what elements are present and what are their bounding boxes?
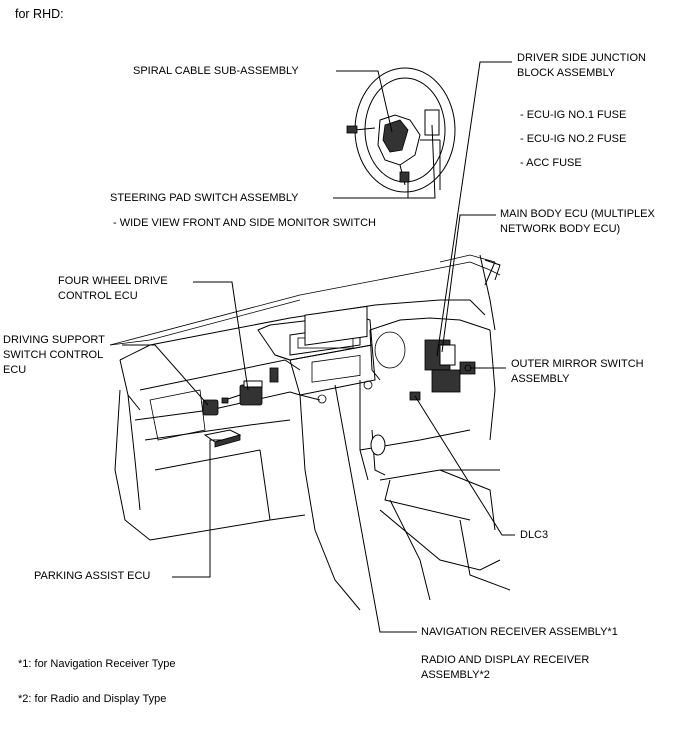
- acc-fuse-label: - ACC FUSE: [520, 157, 582, 169]
- navigation-receiver-label: NAVIGATION RECEIVER ASSEMBLY*1: [421, 626, 618, 638]
- dashboard-body: [114, 254, 511, 611]
- ecu-ig1-fuse-label: - ECU-IG NO.1 FUSE: [520, 109, 627, 121]
- outer-mirror-switch-label: OUTER MIRROR SWITCH ASSEMBLY: [511, 358, 644, 385]
- note-radio-display-type: *2: for Radio and Display Type: [18, 693, 167, 705]
- steering-pad-switch-label: STEERING PAD SWITCH ASSEMBLY: [110, 192, 299, 204]
- four-wheel-drive-ecu-label: FOUR WHEEL DRIVE CONTROL ECU: [58, 275, 168, 302]
- wide-view-monitor-switch-label: - WIDE VIEW FRONT AND SIDE MONITOR SWITC…: [113, 217, 376, 229]
- center-stack: [257, 305, 376, 404]
- main-body-ecu-label: MAIN BODY ECU (MULTIPLEX NETWORK BODY EC…: [500, 208, 655, 235]
- ecu-parts: [202, 339, 476, 448]
- driving-support-ecu-label: DRIVING SUPPORT SWITCH CONTROL ECU: [3, 334, 105, 376]
- radio-display-receiver-label: RADIO AND DISPLAY RECEIVER ASSEMBLY*2: [421, 654, 590, 681]
- note-navigation-type: *1: for Navigation Receiver Type: [18, 658, 176, 670]
- spiral-cable-label: SPIRAL CABLE SUB-ASSEMBLY: [133, 65, 299, 77]
- leader-lines: [122, 61, 515, 633]
- steering-wheel: [346, 67, 456, 193]
- dlc3-label: DLC3: [520, 529, 549, 541]
- driver-junction-block-label: DRIVER SIDE JUNCTION BLOCK ASSEMBLY: [517, 52, 646, 79]
- ecu-ig2-fuse-label: - ECU-IG NO.2 FUSE: [520, 133, 627, 145]
- page-title: for RHD:: [15, 7, 64, 21]
- parking-assist-ecu-label: PARKING ASSIST ECU: [34, 570, 151, 582]
